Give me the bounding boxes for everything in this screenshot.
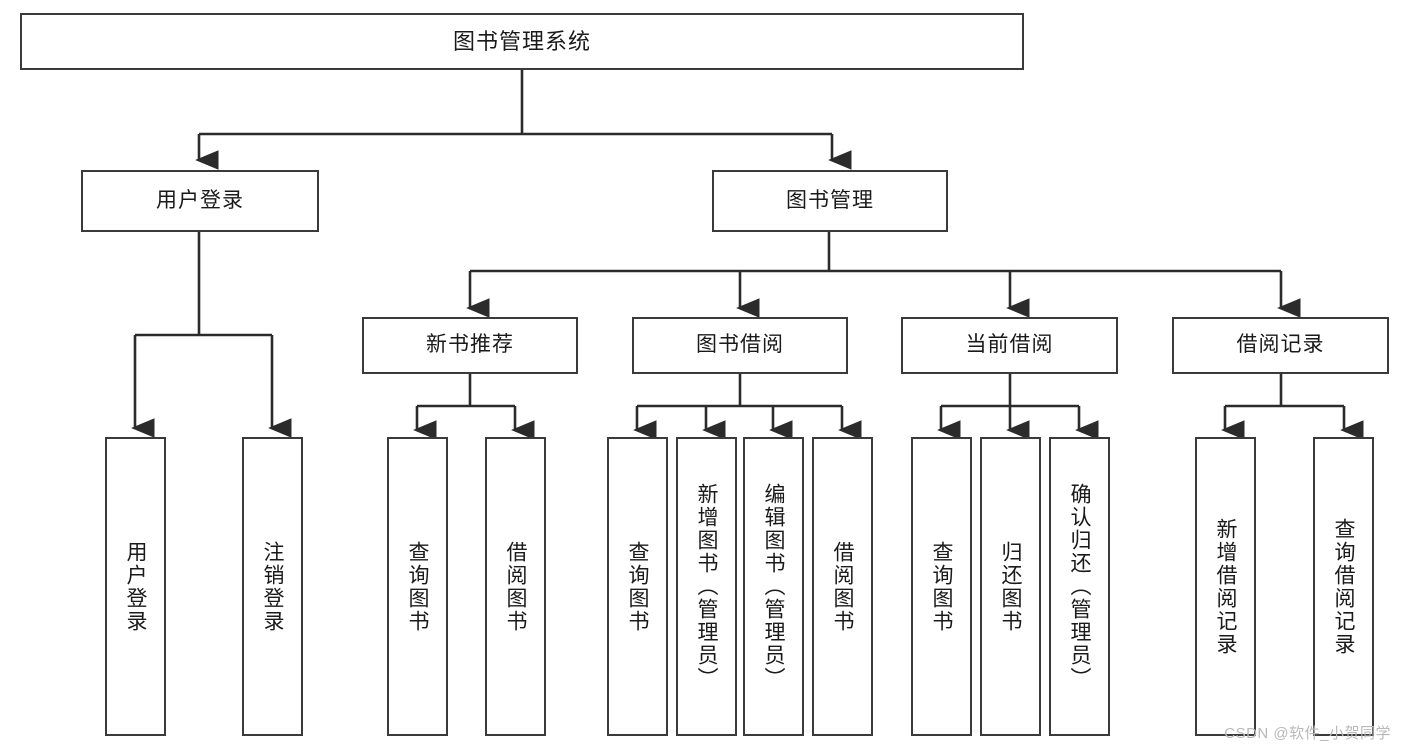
node-leaf-borrow-book-2[interactable]: 借阅图书 <box>812 437 873 736</box>
node-leaf-logout-login[interactable]: 注销登录 <box>242 437 303 736</box>
node-new-book-recommend[interactable]: 新书推荐 <box>362 317 578 374</box>
node-label: 用户登录 <box>156 188 244 212</box>
node-label: 借阅记录 <box>1236 333 1325 357</box>
node-label: 借阅图书 <box>504 540 528 633</box>
node-label: 编辑图书（管理员） <box>762 483 786 690</box>
node-label: 图书借阅 <box>696 333 784 357</box>
node-leaf-query-book-3[interactable]: 查询图书 <box>911 437 972 736</box>
node-label: 注销登录 <box>261 540 285 633</box>
node-leaf-add-borrow-record[interactable]: 新增借阅记录 <box>1195 437 1256 736</box>
node-leaf-edit-book[interactable]: 编辑图书（管理员） <box>743 437 804 736</box>
node-label: 新增图书（管理员） <box>695 483 719 690</box>
node-leaf-user-login[interactable]: 用户登录 <box>105 437 166 736</box>
node-leaf-add-book[interactable]: 新增图书（管理员） <box>676 437 737 736</box>
node-label: 查询图书 <box>930 540 954 633</box>
node-current-borrow[interactable]: 当前借阅 <box>901 317 1118 374</box>
node-leaf-borrow-book-1[interactable]: 借阅图书 <box>485 437 546 736</box>
node-label: 用户登录 <box>124 540 148 633</box>
node-leaf-confirm-return[interactable]: 确认归还（管理员） <box>1049 437 1110 736</box>
node-label: 当前借阅 <box>965 333 1054 357</box>
node-book-management-system[interactable]: 图书管理系统 <box>20 13 1024 70</box>
node-book-management[interactable]: 图书管理 <box>712 170 948 232</box>
node-label: 新增借阅记录 <box>1214 517 1238 656</box>
node-label: 图书管理 <box>786 188 874 212</box>
node-book-borrow[interactable]: 图书借阅 <box>632 317 848 374</box>
node-label: 查询借阅记录 <box>1332 517 1356 656</box>
node-leaf-query-book-2[interactable]: 查询图书 <box>607 437 668 736</box>
node-leaf-query-borrow-record[interactable]: 查询借阅记录 <box>1313 437 1374 736</box>
node-label: 新书推荐 <box>426 333 514 357</box>
node-label: 图书管理系统 <box>452 28 591 54</box>
node-label: 查询图书 <box>406 540 430 633</box>
node-borrow-record[interactable]: 借阅记录 <box>1172 317 1389 374</box>
node-label: 查询图书 <box>626 540 650 633</box>
csdn-watermark: CSDN @软件_小贺同学 <box>1224 725 1391 742</box>
node-label: 借阅图书 <box>831 540 855 633</box>
node-user-login[interactable]: 用户登录 <box>81 170 319 232</box>
node-leaf-query-book-1[interactable]: 查询图书 <box>387 437 448 736</box>
node-leaf-return-book[interactable]: 归还图书 <box>980 437 1041 736</box>
node-label: 归还图书 <box>999 540 1023 633</box>
node-label: 确认归还（管理员） <box>1068 483 1092 690</box>
